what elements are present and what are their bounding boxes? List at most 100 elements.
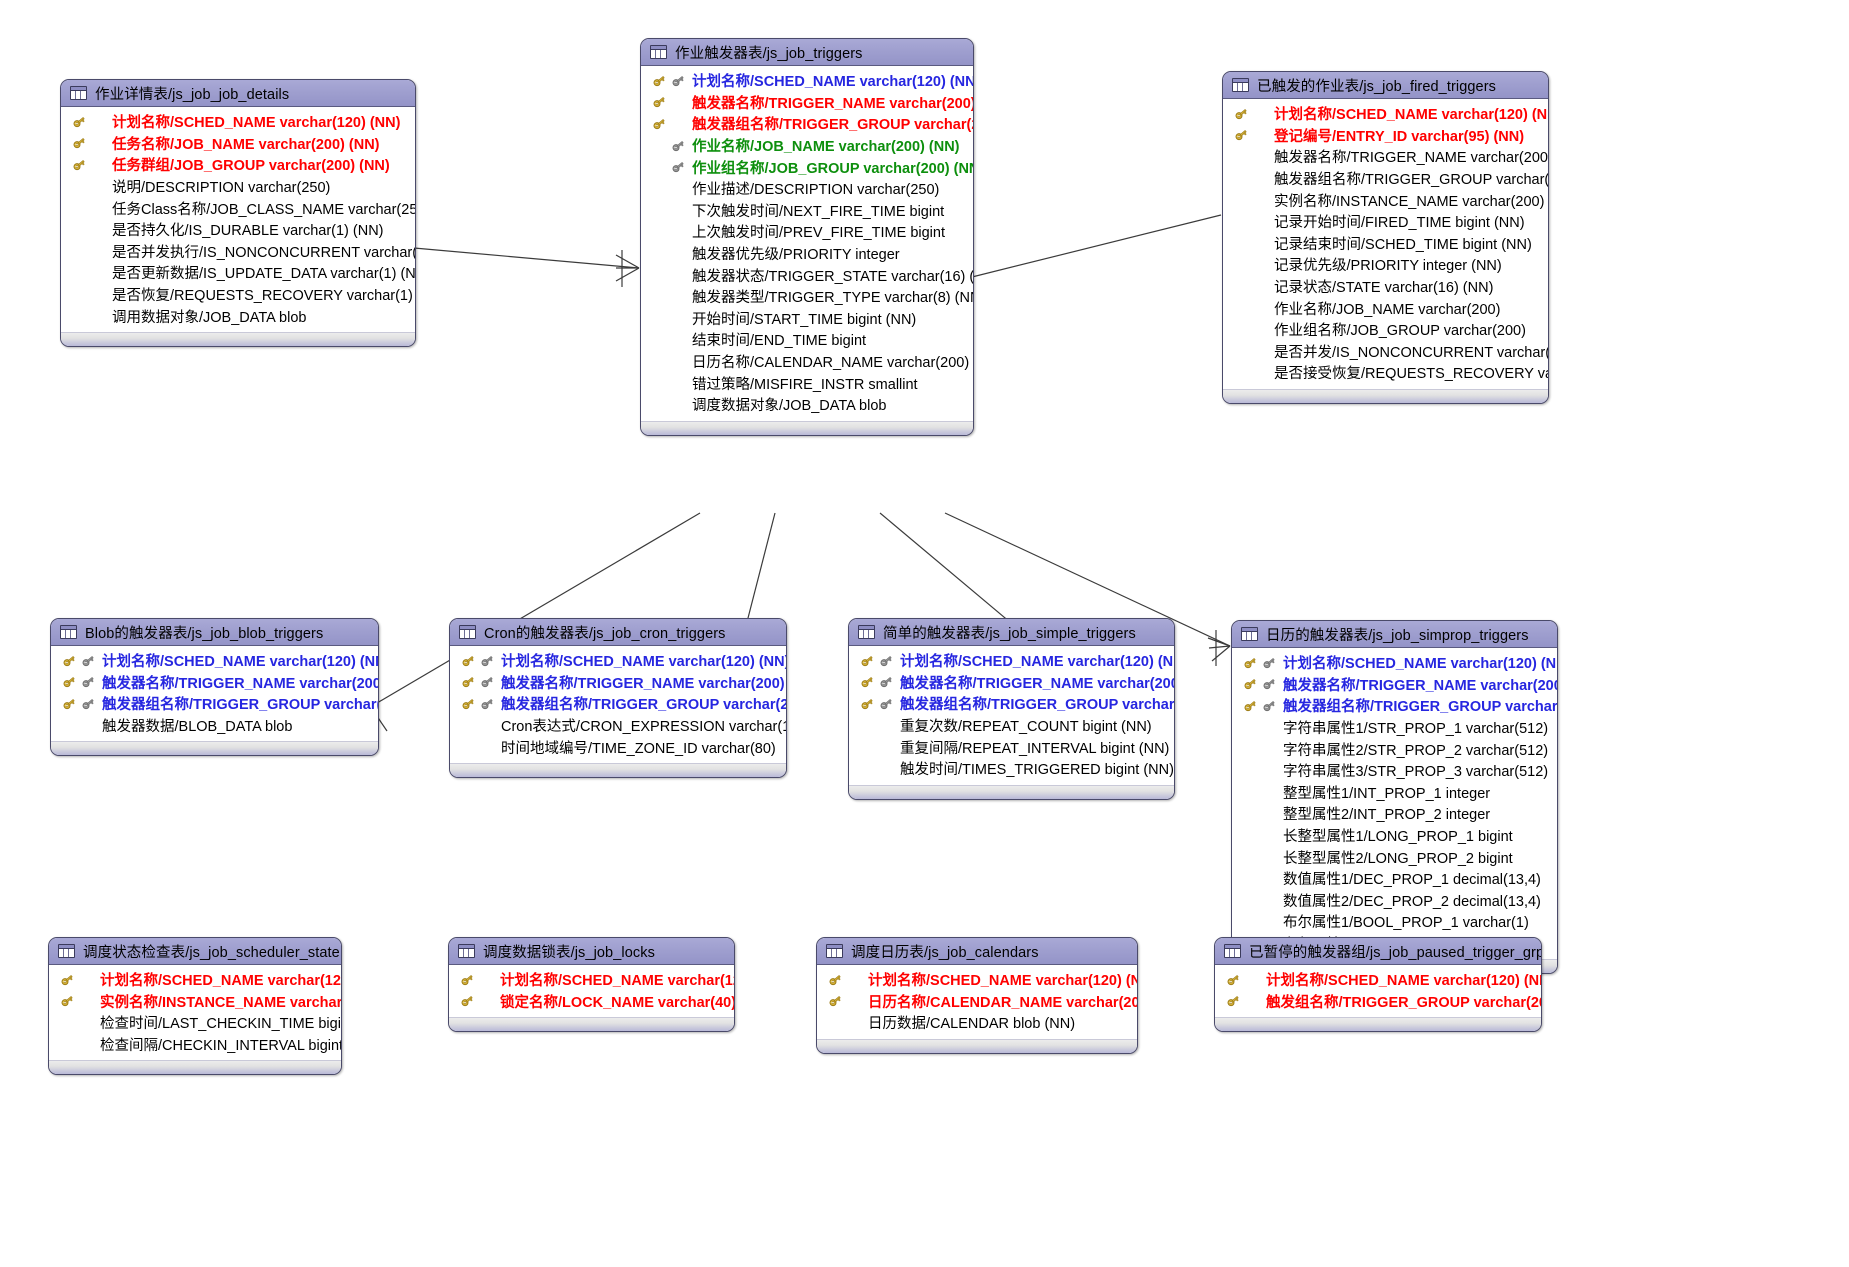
attribute-row[interactable]: 触发器优先级/PRIORITY integer xyxy=(641,243,973,265)
entity-blob_triggers[interactable]: Blob的触发器表/js_job_blob_triggers 计划名称/SCHED… xyxy=(50,618,379,757)
attribute-row[interactable]: 触发组名称/TRIGGER_GROUP varchar(200) (NN) xyxy=(1215,991,1541,1013)
attribute-row[interactable]: 字符串属性3/STR_PROP_3 varchar(512) xyxy=(1232,760,1557,782)
attribute-row[interactable]: 触发器状态/TRIGGER_STATE varchar(16) (NN) xyxy=(641,264,973,286)
attribute-row[interactable]: 触发时间/TIMES_TRIGGERED bigint (NN) xyxy=(849,758,1174,780)
attribute-row[interactable]: 说明/DESCRIPTION varchar(250) xyxy=(61,176,415,198)
entity-header-paused_trigger_grps[interactable]: 已暂停的触发器组/js_job_paused_trigger_grps xyxy=(1215,938,1541,965)
attribute-row[interactable]: 数值属性1/DEC_PROP_1 decimal(13,4) xyxy=(1232,868,1557,890)
attribute-row[interactable]: 记录结束时间/SCHED_TIME bigint (NN) xyxy=(1223,233,1548,255)
attribute-row[interactable]: 计划名称/SCHED_NAME varchar(120) (NN) xyxy=(1215,969,1541,991)
entity-header-calendars[interactable]: 调度日历表/js_job_calendars xyxy=(817,938,1137,965)
attribute-row[interactable]: 计划名称/SCHED_NAME varchar(120) (NN) xyxy=(641,70,973,92)
attribute-row[interactable]: 作业组名称/JOB_GROUP varchar(200) (NN) xyxy=(641,156,973,178)
entity-simprop_triggers[interactable]: 日历的触发器表/js_job_simprop_triggers 计划名称/SCHE… xyxy=(1231,620,1558,975)
attribute-row[interactable]: 触发器名称/TRIGGER_NAME varchar(200) (NN) xyxy=(1223,146,1548,168)
entity-header-simple_triggers[interactable]: 简单的触发器表/js_job_simple_triggers xyxy=(849,619,1174,646)
attribute-row[interactable]: 触发器组名称/TRIGGER_GROUP varchar(200) (NN) xyxy=(849,693,1174,715)
attribute-row[interactable]: 记录开始时间/FIRED_TIME bigint (NN) xyxy=(1223,211,1548,233)
attribute-row[interactable]: 检查时间/LAST_CHECKIN_TIME bigint (NN) xyxy=(49,1012,341,1034)
attribute-row[interactable]: 计划名称/SCHED_NAME varchar(120) (NN) xyxy=(450,650,786,672)
attribute-row[interactable]: 计划名称/SCHED_NAME varchar(120) (NN) xyxy=(51,650,378,672)
attribute-row[interactable]: 是否更新数据/IS_UPDATE_DATA varchar(1) (NN) xyxy=(61,262,415,284)
attribute-row[interactable]: 是否并发/IS_NONCONCURRENT varchar(1) xyxy=(1223,341,1548,363)
attribute-row[interactable]: 字符串属性2/STR_PROP_2 varchar(512) xyxy=(1232,738,1557,760)
attribute-row[interactable]: 下次触发时间/NEXT_FIRE_TIME bigint xyxy=(641,200,973,222)
attribute-row[interactable]: 触发器类型/TRIGGER_TYPE varchar(8) (NN) xyxy=(641,286,973,308)
attribute-row[interactable]: 长整型属性2/LONG_PROP_2 bigint xyxy=(1232,846,1557,868)
attribute-row[interactable]: 记录状态/STATE varchar(16) (NN) xyxy=(1223,276,1548,298)
attribute-row[interactable]: 触发器名称/TRIGGER_NAME varchar(200) (NN) xyxy=(51,672,378,694)
attribute-row[interactable]: 任务群组/JOB_GROUP varchar(200) (NN) xyxy=(61,154,415,176)
attribute-row[interactable]: 重复次数/REPEAT_COUNT bigint (NN) xyxy=(849,715,1174,737)
attribute-row[interactable]: 作业名称/JOB_NAME varchar(200) (NN) xyxy=(641,135,973,157)
attribute-row[interactable]: Cron表达式/CRON_EXPRESSION varchar(120) (NN… xyxy=(450,715,786,737)
entity-calendars[interactable]: 调度日历表/js_job_calendars 计划名称/SCHED_NAME va… xyxy=(816,937,1138,1054)
attribute-row[interactable]: 日历名称/CALENDAR_NAME varchar(200) xyxy=(641,351,973,373)
attribute-row[interactable]: 触发器组名称/TRIGGER_GROUP varchar(200) (NN) xyxy=(1223,168,1548,190)
attribute-row[interactable]: 触发器数据/BLOB_DATA blob xyxy=(51,715,378,737)
entity-locks[interactable]: 调度数据锁表/js_job_locks 计划名称/SCHED_NAME varch… xyxy=(448,937,735,1033)
attribute-row[interactable]: 计划名称/SCHED_NAME varchar(120) (NN) xyxy=(61,111,415,133)
attribute-row[interactable]: 整型属性2/INT_PROP_2 integer xyxy=(1232,803,1557,825)
attribute-row[interactable]: 计划名称/SCHED_NAME varchar(120) (NN) xyxy=(449,969,734,991)
entity-header-job_details[interactable]: 作业详情表/js_job_job_details xyxy=(61,80,415,107)
attribute-row[interactable]: 任务Class名称/JOB_CLASS_NAME varchar(250) (N… xyxy=(61,197,415,219)
attribute-row[interactable]: 计划名称/SCHED_NAME varchar(120) (NN) xyxy=(49,969,341,991)
attribute-row[interactable]: 作业描述/DESCRIPTION varchar(250) xyxy=(641,178,973,200)
entity-cron_triggers[interactable]: Cron的触发器表/js_job_cron_triggers 计划名称/SCHED… xyxy=(449,618,787,778)
attribute-row[interactable]: 实例名称/INSTANCE_NAME varchar(200) (NN) xyxy=(49,991,341,1013)
attribute-row[interactable]: 任务名称/JOB_NAME varchar(200) (NN) xyxy=(61,133,415,155)
attribute-row[interactable]: 实例名称/INSTANCE_NAME varchar(200) (NN) xyxy=(1223,189,1548,211)
attribute-row[interactable]: 错过策略/MISFIRE_INSTR smallint xyxy=(641,372,973,394)
attribute-row[interactable]: 触发器名称/TRIGGER_NAME varchar(200) (NN) xyxy=(1232,674,1557,696)
attribute-row[interactable]: 结束时间/END_TIME bigint xyxy=(641,329,973,351)
attribute-row[interactable]: 计划名称/SCHED_NAME varchar(120) (NN) xyxy=(849,650,1174,672)
entity-header-fired_triggers[interactable]: 已触发的作业表/js_job_fired_triggers xyxy=(1223,72,1548,99)
attribute-row[interactable]: 触发器组名称/TRIGGER_GROUP varchar(200) (NN) xyxy=(450,693,786,715)
attribute-row[interactable]: 开始时间/START_TIME bigint (NN) xyxy=(641,308,973,330)
attribute-row[interactable]: 长整型属性1/LONG_PROP_1 bigint xyxy=(1232,825,1557,847)
attribute-row[interactable]: 数值属性2/DEC_PROP_2 decimal(13,4) xyxy=(1232,890,1557,912)
attribute-row[interactable]: 记录优先级/PRIORITY integer (NN) xyxy=(1223,254,1548,276)
entity-fired_triggers[interactable]: 已触发的作业表/js_job_fired_triggers 计划名称/SCHED_… xyxy=(1222,71,1549,404)
attribute-row[interactable]: 触发器名称/TRIGGER_NAME varchar(200) (NN) xyxy=(450,672,786,694)
entity-header-locks[interactable]: 调度数据锁表/js_job_locks xyxy=(449,938,734,965)
attribute-row[interactable]: 重复间隔/REPEAT_INTERVAL bigint (NN) xyxy=(849,736,1174,758)
entity-header-blob_triggers[interactable]: Blob的触发器表/js_job_blob_triggers xyxy=(51,619,378,646)
attribute-row[interactable]: 字符串属性1/STR_PROP_1 varchar(512) xyxy=(1232,717,1557,739)
attribute-row[interactable]: 计划名称/SCHED_NAME varchar(120) (NN) xyxy=(817,969,1137,991)
attribute-row[interactable]: 是否持久化/IS_DURABLE varchar(1) (NN) xyxy=(61,219,415,241)
entity-simple_triggers[interactable]: 简单的触发器表/js_job_simple_triggers 计划名称/SCHED… xyxy=(848,618,1175,800)
attribute-row[interactable]: 触发器组名称/TRIGGER_GROUP varchar(200) (NN) xyxy=(51,693,378,715)
attribute-row[interactable]: 整型属性1/INT_PROP_1 integer xyxy=(1232,782,1557,804)
attribute-row[interactable]: 调用数据对象/JOB_DATA blob xyxy=(61,305,415,327)
entity-job_details[interactable]: 作业详情表/js_job_job_details 计划名称/SCHED_NAME … xyxy=(60,79,416,347)
attribute-row[interactable]: 触发器组名称/TRIGGER_GROUP varchar(200) (NN) xyxy=(1232,695,1557,717)
attribute-row[interactable]: 是否恢复/REQUESTS_RECOVERY varchar(1) (NN) xyxy=(61,284,415,306)
entity-scheduler_state[interactable]: 调度状态检查表/js_job_scheduler_state 计划名称/SCHED… xyxy=(48,937,342,1076)
attribute-row[interactable]: 锁定名称/LOCK_NAME varchar(40) (NN) xyxy=(449,991,734,1013)
attribute-row[interactable]: 检查间隔/CHECKIN_INTERVAL bigint (NN) xyxy=(49,1034,341,1056)
attribute-row[interactable]: 计划名称/SCHED_NAME varchar(120) (NN) xyxy=(1223,103,1548,125)
attribute-row[interactable]: 上次触发时间/PREV_FIRE_TIME bigint xyxy=(641,221,973,243)
attribute-row[interactable]: 是否接受恢复/REQUESTS_RECOVERY varchar(1) xyxy=(1223,362,1548,384)
attribute-row[interactable]: 布尔属性1/BOOL_PROP_1 varchar(1) xyxy=(1232,911,1557,933)
entity-header-scheduler_state[interactable]: 调度状态检查表/js_job_scheduler_state xyxy=(49,938,341,965)
attribute-row[interactable]: 日历数据/CALENDAR blob (NN) xyxy=(817,1012,1137,1034)
attribute-row[interactable]: 是否并发执行/IS_NONCONCURRENT varchar(1) (NN) xyxy=(61,241,415,263)
entity-header-job_triggers[interactable]: 作业触发器表/js_job_triggers xyxy=(641,39,973,66)
attribute-row[interactable]: 调度数据对象/JOB_DATA blob xyxy=(641,394,973,416)
attribute-row[interactable]: 作业名称/JOB_NAME varchar(200) xyxy=(1223,297,1548,319)
entity-header-cron_triggers[interactable]: Cron的触发器表/js_job_cron_triggers xyxy=(450,619,786,646)
entity-job_triggers[interactable]: 作业触发器表/js_job_triggers 计划名称/SCHED_NAME va… xyxy=(640,38,974,436)
attribute-row[interactable]: 日历名称/CALENDAR_NAME varchar(200) (NN) xyxy=(817,991,1137,1013)
entity-header-simprop_triggers[interactable]: 日历的触发器表/js_job_simprop_triggers xyxy=(1232,621,1557,648)
attribute-row[interactable]: 计划名称/SCHED_NAME varchar(120) (NN) xyxy=(1232,652,1557,674)
attribute-row[interactable]: 触发器名称/TRIGGER_NAME varchar(200) (NN) xyxy=(641,92,973,114)
attribute-row[interactable]: 触发器名称/TRIGGER_NAME varchar(200) (NN) xyxy=(849,672,1174,694)
attribute-row[interactable]: 登记编号/ENTRY_ID varchar(95) (NN) xyxy=(1223,125,1548,147)
attribute-row[interactable]: 作业组名称/JOB_GROUP varchar(200) xyxy=(1223,319,1548,341)
attribute-row[interactable]: 时间地域编号/TIME_ZONE_ID varchar(80) xyxy=(450,736,786,758)
entity-paused_trigger_grps[interactable]: 已暂停的触发器组/js_job_paused_trigger_grps 计划名称/… xyxy=(1214,937,1542,1033)
attribute-row[interactable]: 触发器组名称/TRIGGER_GROUP varchar(200) (NN) xyxy=(641,113,973,135)
